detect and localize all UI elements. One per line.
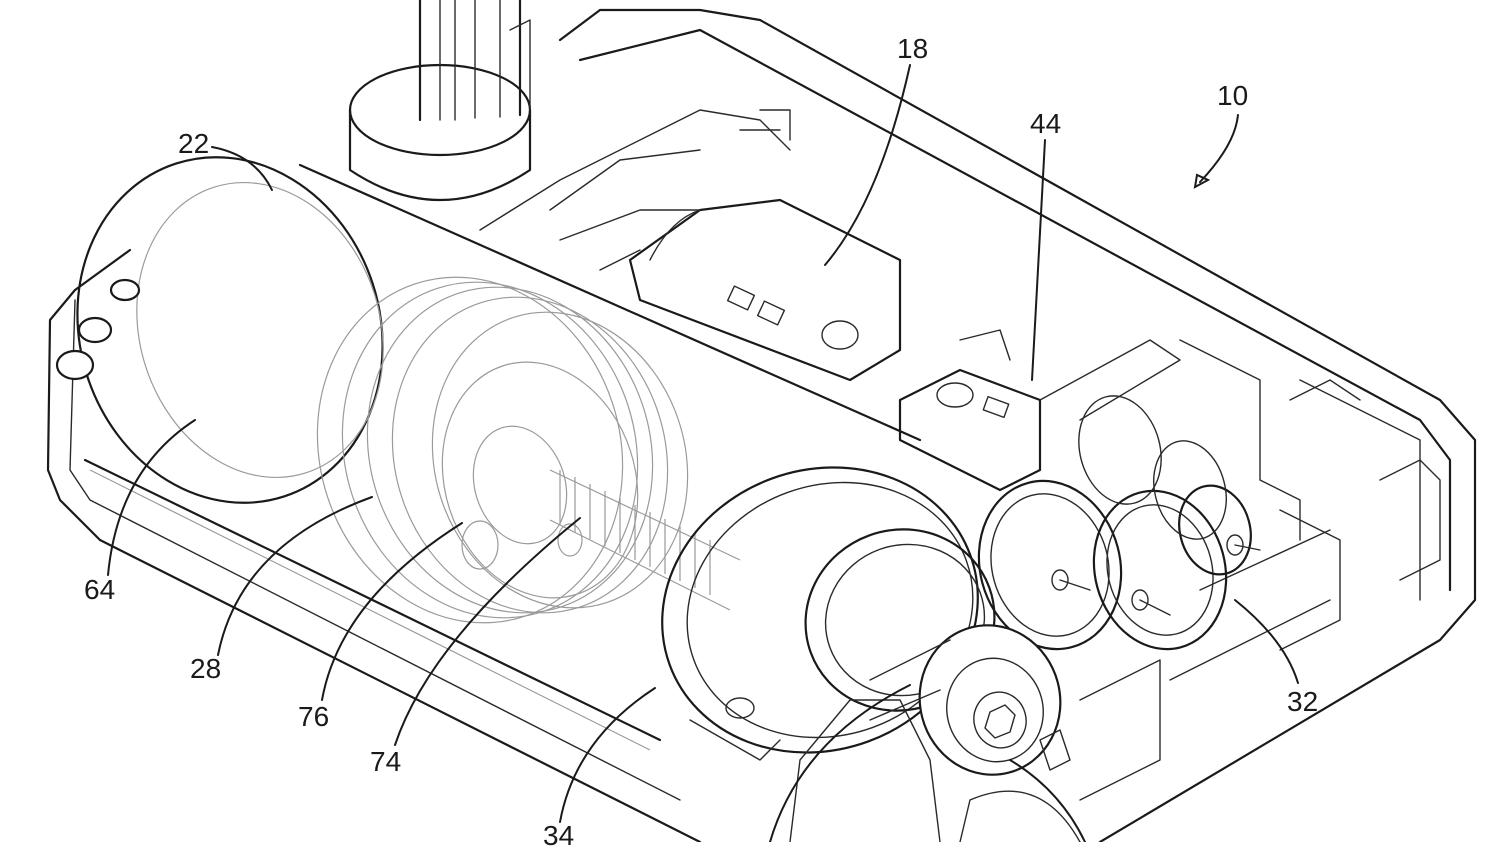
ref-numeral-18: 18 bbox=[897, 33, 929, 64]
ref-numeral-74: 74 bbox=[370, 746, 402, 777]
piston bbox=[316, 276, 689, 624]
leader-lines bbox=[107, 64, 1299, 842]
motor-body bbox=[479, 109, 902, 382]
ref-numeral-28: 28 bbox=[190, 653, 222, 684]
lead-screw bbox=[549, 469, 741, 611]
bracket bbox=[898, 329, 1181, 492]
ref-numeral-64: 64 bbox=[84, 574, 116, 605]
ref-numeral-76: 76 bbox=[298, 701, 330, 732]
ref-numeral-32: 32 bbox=[1287, 686, 1319, 717]
coupling bbox=[869, 624, 1071, 776]
ref-numeral-34: 34 bbox=[543, 820, 575, 851]
nut bbox=[441, 361, 639, 599]
lower-housing bbox=[789, 659, 1161, 842]
output-shaft bbox=[348, 0, 532, 201]
ref-numeral-10: 10 bbox=[1217, 80, 1249, 111]
ref-numeral-22: 22 bbox=[178, 128, 210, 159]
ref-numeral-44: 44 bbox=[1030, 108, 1062, 139]
mounting-bosses bbox=[55, 278, 141, 381]
end-cap bbox=[661, 466, 979, 761]
housing-tray bbox=[46, 8, 1477, 842]
